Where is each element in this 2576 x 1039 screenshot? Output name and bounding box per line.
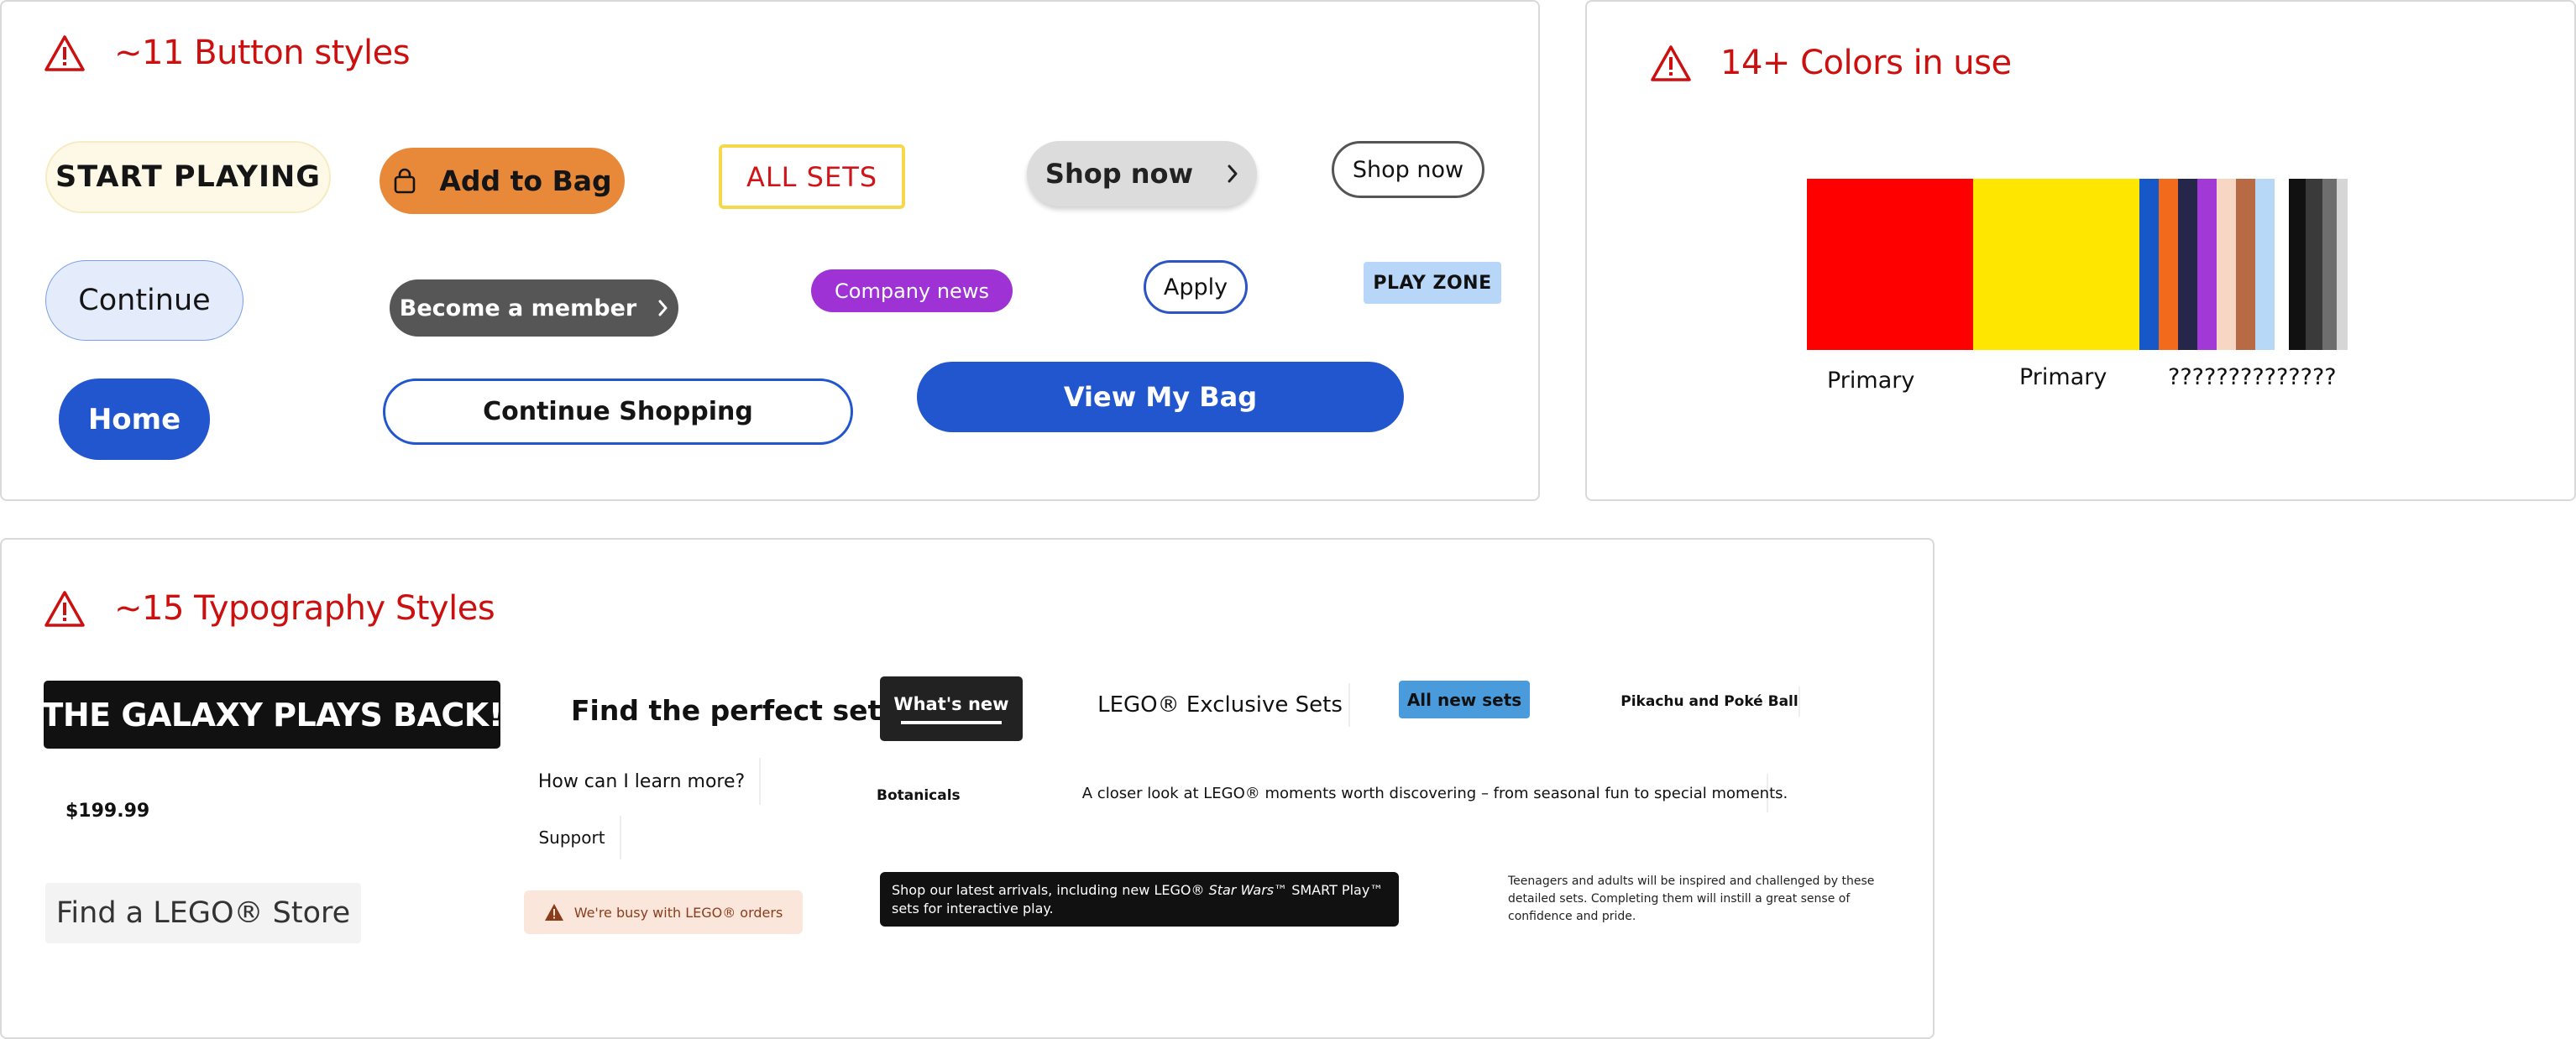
find-store-button[interactable]: Find a LEGO® Store <box>45 883 361 943</box>
color-swatch-strip <box>1807 179 2361 350</box>
teen-adults-text: Teenagers and adults will be inspired an… <box>1508 875 1875 923</box>
whats-new-label: What's new <box>893 693 1009 714</box>
support-link[interactable]: Support <box>524 816 621 859</box>
latest-arrivals-banner: Shop our latest arrivals, including new … <box>880 872 1399 927</box>
chevron-right-icon <box>1228 164 1238 183</box>
closer-look-copy: A closer look at LEGO® moments worth dis… <box>1081 784 1788 802</box>
color-swatch-1 <box>1807 179 1973 350</box>
apply-label: Apply <box>1163 274 1228 300</box>
exclusive-sets-link[interactable]: LEGO® Exclusive Sets <box>1092 683 1350 727</box>
color-swatch-5 <box>2178 179 2197 350</box>
color-swatch-11 <box>2289 179 2306 350</box>
all-new-sets-label: All new sets <box>1406 689 1522 710</box>
continue-label: Continue <box>78 284 211 317</box>
color-swatch-6 <box>2197 179 2217 350</box>
color-swatch-13 <box>2322 179 2337 350</box>
colors-title: 14+ Colors in use <box>1720 44 2012 82</box>
view-my-bag-label: View My Bag <box>1063 381 1258 413</box>
color-swatch-9 <box>2255 179 2275 350</box>
color-swatch-3 <box>2139 179 2159 350</box>
exclusive-sets-label: LEGO® Exclusive Sets <box>1097 692 1343 718</box>
shop-now-filled-label: Shop now <box>1045 158 1194 190</box>
home-label: Home <box>87 402 181 436</box>
find-store-label: Find a LEGO® Store <box>55 896 351 930</box>
all-new-sets-button[interactable]: All new sets <box>1399 681 1530 718</box>
teen-adults-description: Teenagers and adults will be inspired an… <box>1508 873 1894 923</box>
start-playing-label: START PLAYING <box>55 160 321 194</box>
color-swatch-7 <box>2217 179 2236 350</box>
shop-now-outline-button[interactable]: Shop now <box>1332 141 1484 198</box>
add-to-bag-button[interactable]: Add to Bag <box>380 148 625 214</box>
galaxy-text: THE GALAXY PLAYS BACK! <box>41 696 503 734</box>
start-playing-button[interactable]: START PLAYING <box>45 141 331 213</box>
color-swatch-10 <box>2275 179 2289 350</box>
add-to-bag-label: Add to Bag <box>439 164 612 197</box>
whats-new-tab[interactable]: What's new <box>880 676 1023 741</box>
play-zone-label: PLAY ZONE <box>1373 272 1492 294</box>
primary-yellow-label: Primary <box>2019 364 2107 390</box>
pikachu-text: Pikachu and Poké Ball <box>1620 693 1798 710</box>
latest-arrivals-post: ™ SMART Play™ sets for interactive play. <box>892 881 1384 916</box>
company-news-label: Company news <box>835 279 989 303</box>
find-perfect-set-heading: Find the perfect set <box>571 693 882 727</box>
warning-triangle-icon <box>1651 45 1691 81</box>
color-swatch-14 <box>2337 179 2348 350</box>
color-swatch-2 <box>1973 179 2139 350</box>
colors-panel: 14+ Colors in use <box>1585 0 2576 501</box>
unknown-colors-label: ?????????????? <box>2168 364 2337 390</box>
latest-arrivals-pre: Shop our latest arrivals, including new … <box>892 881 1205 898</box>
continue-button[interactable]: Continue <box>45 260 243 341</box>
shop-now-filled-button[interactable]: Shop now <box>1027 141 1257 206</box>
button-styles-title: ~11 Button styles <box>114 34 411 72</box>
view-my-bag-button[interactable]: View My Bag <box>917 362 1404 432</box>
active-tab-underline <box>901 720 1002 724</box>
all-sets-label: ALL SETS <box>746 160 878 193</box>
apply-button[interactable]: Apply <box>1144 260 1248 314</box>
continue-shopping-label: Continue Shopping <box>483 397 753 426</box>
star-wars-emphasis: Star Wars <box>1208 881 1275 898</box>
home-button[interactable]: Home <box>59 379 210 460</box>
typography-header: ~15 Typography Styles <box>44 589 495 628</box>
price-text: $199.99 <box>65 800 150 822</box>
button-styles-header: ~11 Button styles <box>44 34 411 72</box>
shop-now-outline-label: Shop now <box>1352 156 1464 183</box>
become-member-label: Become a member <box>399 295 637 321</box>
learn-more-link[interactable]: How can I learn more? <box>524 758 761 805</box>
typography-title: ~15 Typography Styles <box>114 589 495 628</box>
typography-panel: ~15 Typography Styles <box>0 538 1935 1039</box>
colors-header: 14+ Colors in use <box>1650 44 2012 82</box>
warning-triangle-icon <box>45 591 85 627</box>
bag-icon <box>395 168 416 193</box>
all-sets-button[interactable]: ALL SETS <box>719 144 905 209</box>
galaxy-headline: THE GALAXY PLAYS BACK! <box>41 681 503 749</box>
support-label: Support <box>538 828 605 848</box>
botanicals-label: Botanicals <box>877 787 961 804</box>
primary-red-label: Primary <box>1827 368 1915 394</box>
color-swatch-8 <box>2236 179 2255 350</box>
warning-triangle-icon <box>45 35 85 71</box>
color-swatch-4 <box>2159 179 2178 350</box>
pikachu-product-title: Pikachu and Poké Ball <box>1620 687 1800 717</box>
warning-triangle-icon <box>544 904 563 921</box>
play-zone-button[interactable]: PLAY ZONE <box>1364 262 1501 304</box>
latest-arrivals-text: Shop our latest arrivals, including new … <box>892 881 1387 918</box>
continue-shopping-button[interactable]: Continue Shopping <box>383 379 853 445</box>
learn-more-label: How can I learn more? <box>537 770 746 792</box>
color-swatch-12 <box>2306 179 2322 350</box>
company-news-button[interactable]: Company news <box>811 269 1013 312</box>
busy-orders-banner: We're busy with LEGO® orders <box>524 890 803 934</box>
chevron-right-icon <box>658 300 668 316</box>
busy-orders-text: We're busy with LEGO® orders <box>573 904 783 921</box>
become-member-button[interactable]: Become a member <box>390 279 678 337</box>
closer-look-text: A closer look at LEGO® moments worth dis… <box>1082 774 1788 812</box>
